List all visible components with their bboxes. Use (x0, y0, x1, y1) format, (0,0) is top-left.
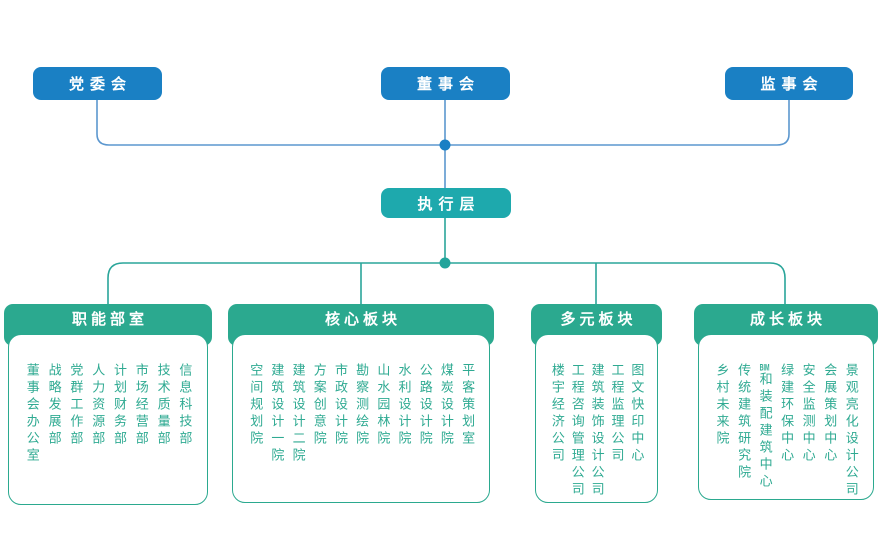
block-body: 楼宇经济公司工程咨询管理公司建筑装饰设计公司工程监理公司图文快印中心 (535, 334, 658, 503)
org-item-column: 传统建筑研究院 (736, 363, 752, 482)
node-party-committee: 党委会 (33, 67, 162, 100)
org-item-column: 绿建环保中心 (779, 363, 795, 465)
block-body: 董事会办公室战略发展部党群工作部人力资源部计划财务部市场经营部技术质量部信息科技… (8, 334, 208, 505)
org-item-column: 会展策划中心 (822, 363, 838, 465)
org-item-column: 平客策划室 (460, 363, 476, 448)
top-bracket-line (96, 100, 790, 146)
org-item-column: 工程咨询管理公司 (569, 363, 585, 499)
department-block-functional: 职能部室 董事会办公室战略发展部党群工作部人力资源部计划财务部市场经营部技术质量… (4, 304, 212, 505)
org-item-column: 技术质量部 (155, 363, 171, 448)
org-item-column: 公路设计院 (417, 363, 433, 448)
org-item-column: 图文快印中心 (629, 363, 645, 465)
org-item-column: 工程监理公司 (609, 363, 625, 465)
org-item-column: 信息科技部 (177, 363, 193, 448)
org-item-column: 景观亮化设计公司 (843, 363, 859, 499)
node-supervisory-board: 监事会 (725, 67, 853, 100)
org-item-column: BIM和装配建筑中心 (757, 363, 773, 491)
org-item-column: 建筑设计二院 (290, 363, 306, 465)
org-item-column: 勘察测绘院 (354, 363, 370, 448)
org-item-column: 建筑设计一院 (269, 363, 285, 465)
org-item-column: 战略发展部 (46, 363, 62, 448)
org-item-column: 楼宇经济公司 (549, 363, 565, 465)
junction-dot-top (439, 139, 451, 151)
org-item-column: 董事会办公室 (24, 363, 40, 465)
org-item-column: 党群工作部 (68, 363, 84, 448)
org-item-column: 乡村未来院 (714, 363, 730, 448)
org-item-column: 方案创意院 (311, 363, 327, 448)
org-item-column: 山水园林院 (375, 363, 391, 448)
org-item-column: 市场经营部 (133, 363, 149, 448)
org-item-column: 安全监测中心 (800, 363, 816, 465)
block-body: 乡村未来院传统建筑研究院 BIM和装配建筑中心绿建环保中心安全监测中心会展策划中心… (698, 334, 874, 500)
block-body: 空间规划院建筑设计一院建筑设计二院方案创意院市政设计院勘察测绘院山水园林院水利设… (232, 334, 490, 503)
department-block-diversified: 多元板块 楼宇经济公司工程咨询管理公司建筑装饰设计公司工程监理公司图文快印中心 (531, 304, 662, 503)
node-board-of-directors: 董事会 (381, 67, 510, 100)
junction-dot-bottom (439, 257, 451, 269)
org-item-column: 人力资源部 (90, 363, 106, 448)
node-executive-layer: 执行层 (381, 188, 511, 218)
org-item-column: 空间规划院 (248, 363, 264, 448)
org-item-column: 计划财务部 (111, 363, 127, 448)
latin-run: BIM (759, 363, 770, 372)
org-item-column: 煤炭设计院 (438, 363, 454, 448)
department-block-core: 核心板块 空间规划院建筑设计一院建筑设计二院方案创意院市政设计院勘察测绘院山水园… (228, 304, 494, 503)
bottom-bracket-line (107, 262, 786, 304)
org-item-column: 水利设计院 (396, 363, 412, 448)
org-item-column: 市政设计院 (332, 363, 348, 448)
org-item-column: 建筑装饰设计公司 (589, 363, 605, 499)
